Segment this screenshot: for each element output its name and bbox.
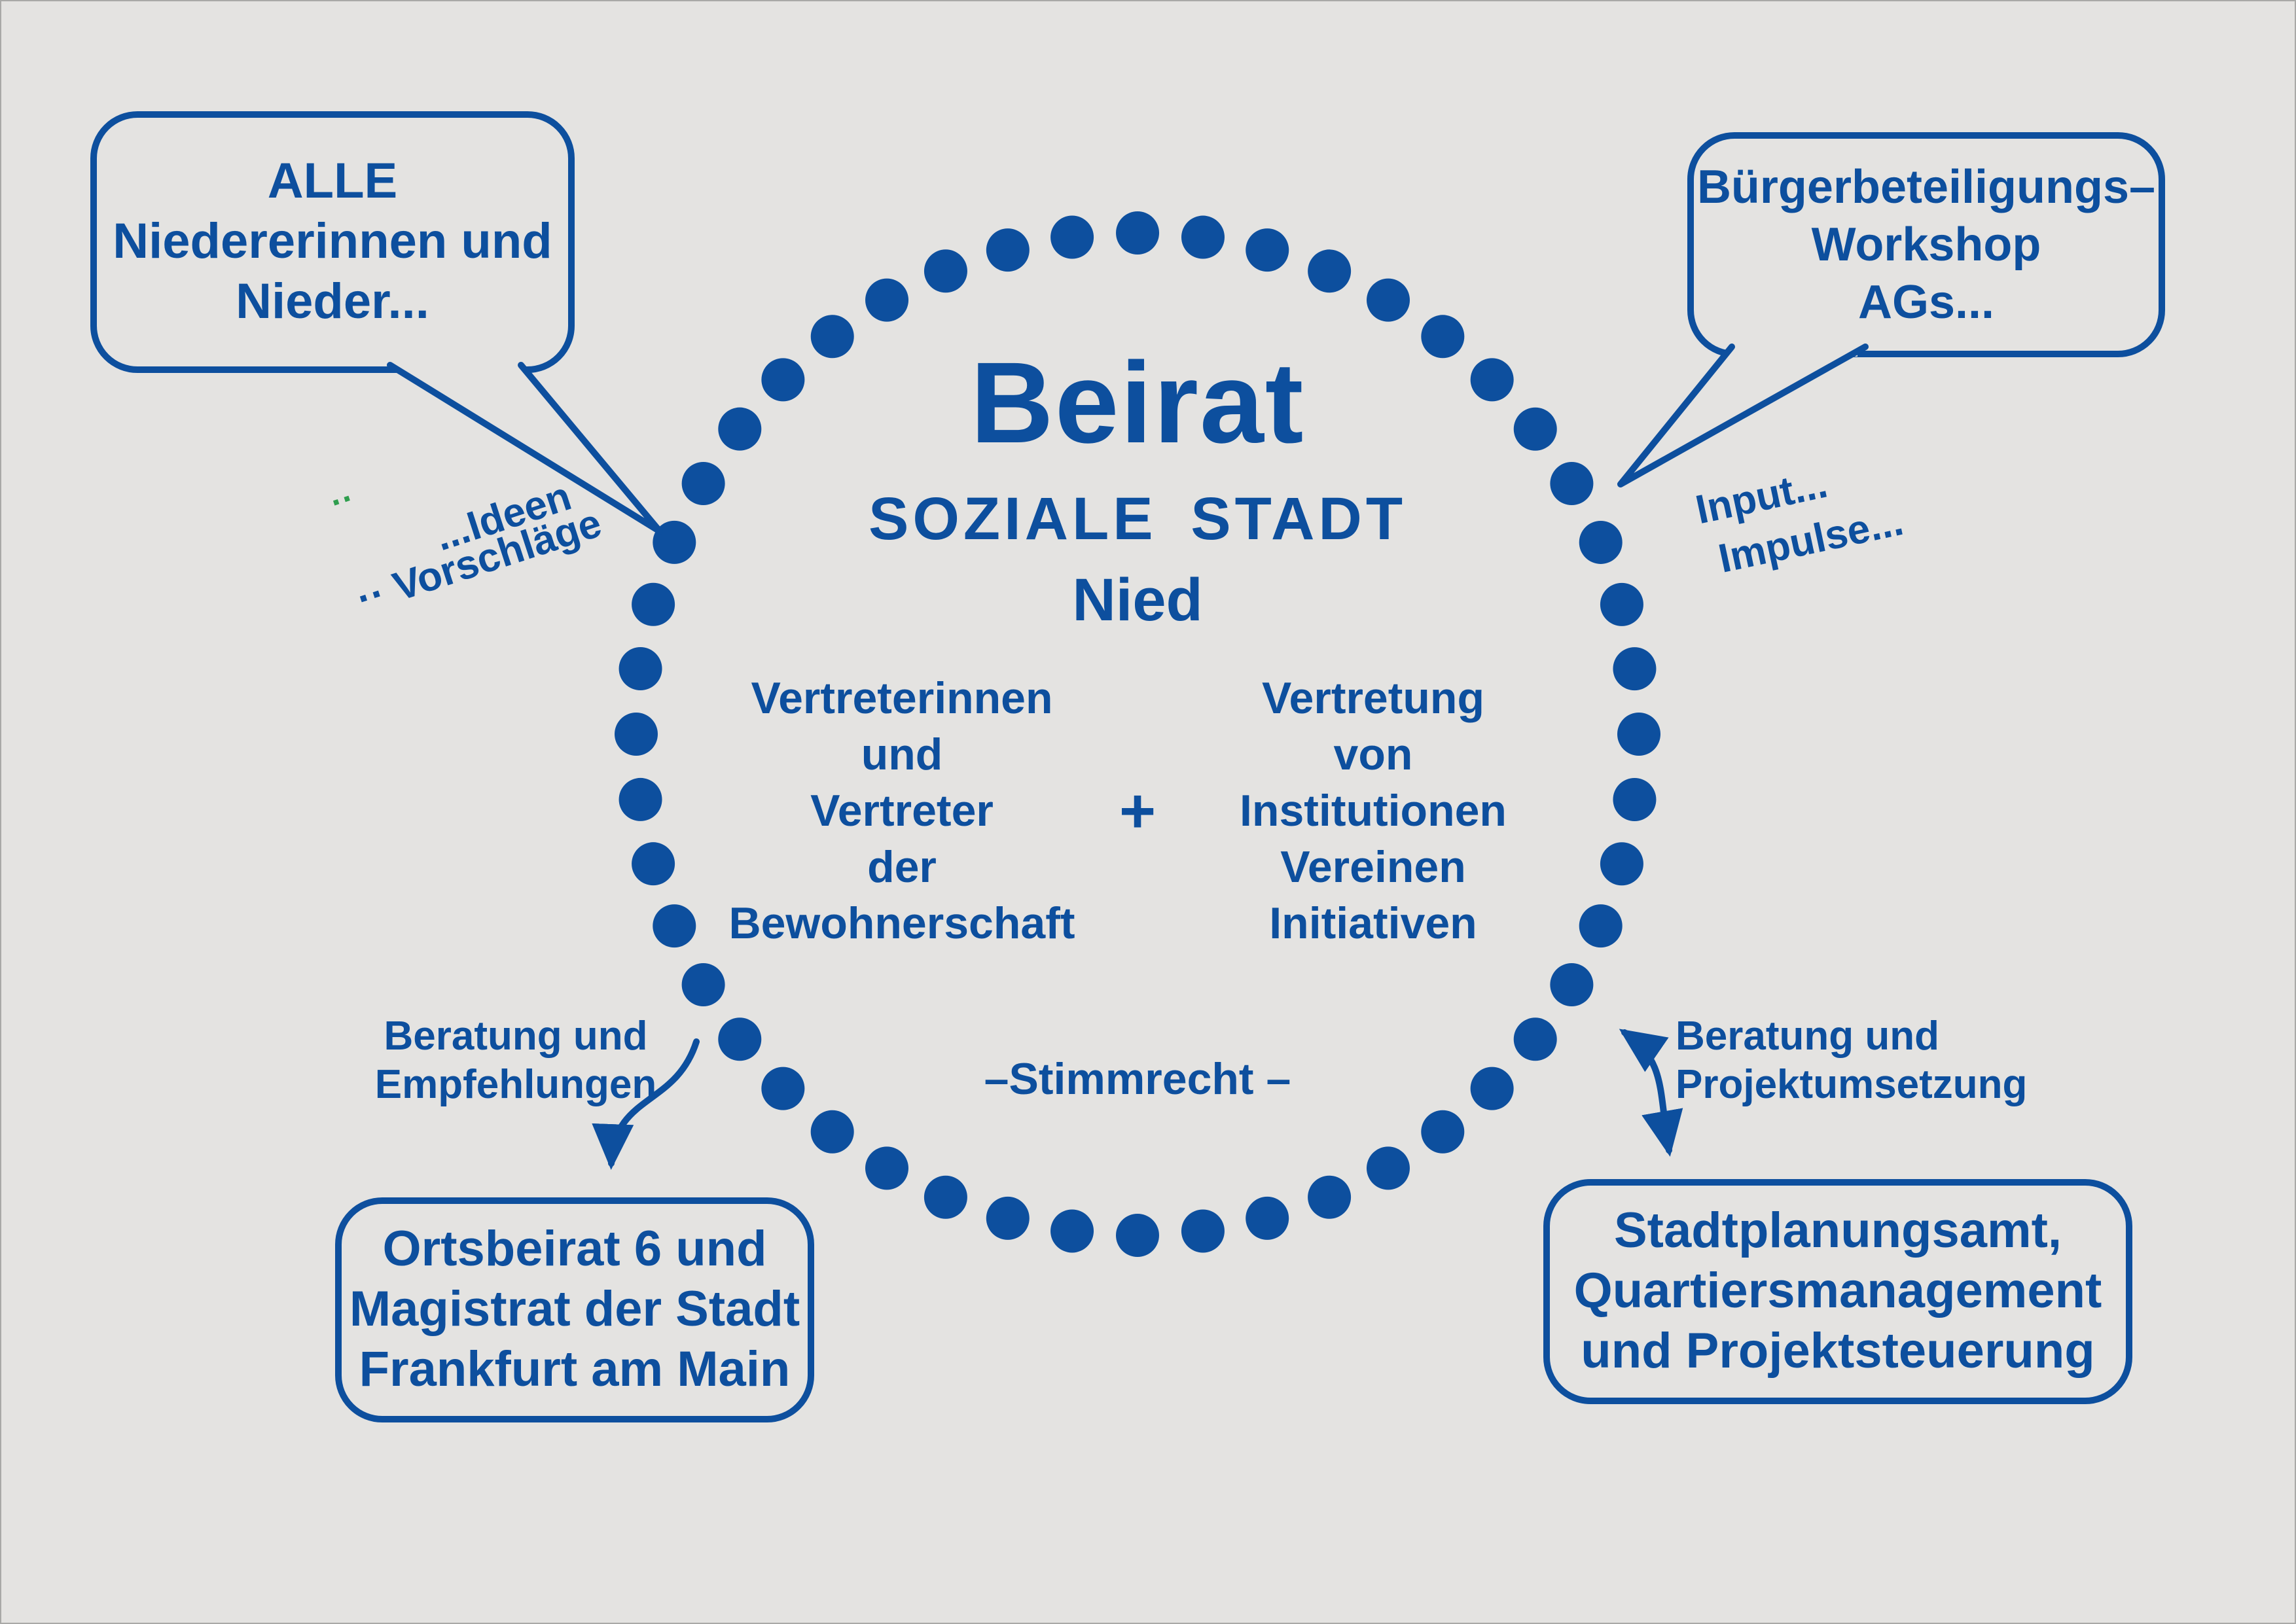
box-line: Frankfurt am Main (359, 1343, 791, 1398)
arrow-stadtplanungsamt (1619, 1029, 1683, 1157)
advice-right-label: Beratung und Projektumsetzung (1676, 1012, 2027, 1108)
box-line: Quartiersmanagement (1573, 1264, 2102, 1319)
voting-rights-label: –Stimmrecht – (984, 1055, 1291, 1104)
circle-title: Beirat (970, 338, 1305, 467)
bubble-line: ALLE (267, 154, 398, 209)
advice-line: Beratung und (384, 1013, 648, 1059)
column-line: Vertreter (810, 786, 994, 836)
column-line: Vertreterinnen (751, 674, 1053, 724)
column-line: Vereinen (1280, 843, 1466, 892)
advice-left-label: Beratung und Empfehlungen (344, 1012, 687, 1108)
speech-bubble-residents: ALLE Niedererinnen und Nieder... (90, 111, 575, 373)
column-line: der (867, 843, 937, 892)
advice-line: Projektumsetzung (1676, 1061, 2028, 1107)
circle-subtitle-2: Nied (1072, 565, 1203, 633)
column-line: Vertretung (1261, 674, 1485, 724)
box-line: Ortsbeirat 6 und (382, 1222, 767, 1277)
column-line: von (1333, 730, 1413, 780)
bubble-line: Niedererinnen und (113, 215, 552, 270)
box-stadtplanungsamt: Stadtplanungsamt, Quartiersmanagement un… (1543, 1179, 2132, 1404)
box-line: Magistrat der Stadt (349, 1282, 800, 1337)
circle-header: Beirat SOZIALE STADT Nied (719, 344, 1556, 635)
institutions-column: Vertretung von Institutionen Vereinen In… (1190, 671, 1556, 953)
residents-column: Vertreterinnen und Vertreter der Bewohne… (719, 671, 1085, 953)
column-line: und (861, 730, 943, 780)
advice-line: Beratung und (1676, 1013, 1939, 1059)
bubble-line: AGs... (1857, 275, 1995, 328)
box-ortsbeirat-magistrat: Ortsbeirat 6 und Magistrat der Stadt Fra… (335, 1197, 814, 1422)
green-dots-mark: ·· (325, 478, 359, 522)
bubble-line: Bürgerbeteiligungs– (1696, 160, 2156, 213)
speech-tail-right (1617, 344, 1869, 487)
column-line: Institutionen (1240, 786, 1507, 836)
bubble-line: Workshop (1811, 217, 2041, 271)
box-line: und Projektsteuerung (1581, 1324, 2095, 1379)
column-line: Initiativen (1269, 899, 1477, 949)
box-line: Stadtplanungsamt, (1613, 1204, 2062, 1259)
plus-sign: + (1119, 777, 1157, 847)
circle-subtitle: SOZIALE STADT (868, 484, 1407, 552)
bubble-line: Nieder... (236, 275, 429, 330)
circle-columns: Vertreterinnen und Vertreter der Bewohne… (719, 671, 1556, 953)
advice-line: Empfehlungen (374, 1061, 657, 1107)
speech-bubble-workshops: Bürgerbeteiligungs– Workshop AGs... (1687, 132, 2165, 357)
column-line: Bewohnerschaft (728, 899, 1075, 949)
